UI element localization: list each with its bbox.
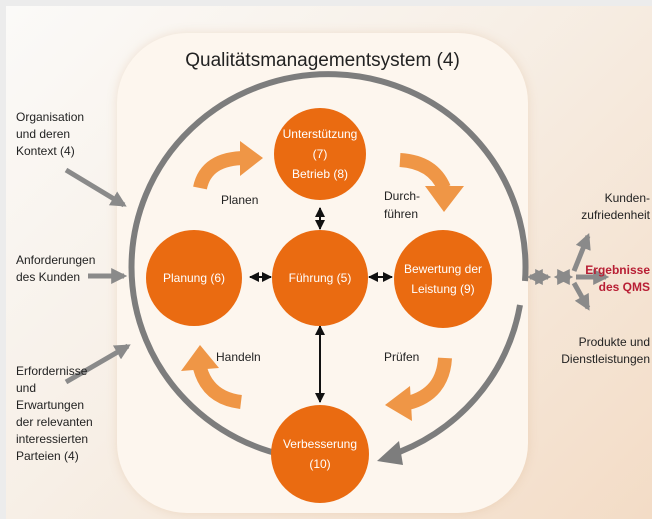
input-parties-line1: Erfordernisse [16, 364, 88, 378]
planning-node[interactable]: Planung (6) [146, 230, 242, 326]
output-products-line2: Dienstleistungen [561, 352, 650, 366]
input-parties-line6: Parteien (4) [16, 449, 79, 463]
output-qms-results: Ergebnisse des QMS [585, 262, 650, 296]
do-label-line1: Durch- [384, 189, 421, 203]
input-customer-line2: des Kunden [16, 270, 81, 284]
input-context: Organisation und deren Kontext (4) [16, 109, 84, 160]
plan-label: Planen [221, 193, 259, 207]
output-results-line1: Ergebnisse [585, 263, 650, 277]
support-label: Unterstützung (7) [282, 127, 358, 161]
input-parties-line3: Erwartungen [16, 398, 85, 412]
do-label-line2: führen [384, 207, 419, 221]
cycle-ring [128, 71, 529, 465]
leadership-node[interactable]: Führung (5) [272, 230, 368, 326]
do-label: Durch- führen [384, 188, 420, 223]
check-label: Prüfen [384, 350, 420, 364]
support-operation-node[interactable]: Unterstützung (7) Betrieb (8) [274, 108, 366, 200]
planning-label: Planung (6) [162, 271, 226, 285]
improvement-label: Verbesserung (10) [282, 437, 358, 471]
input-context-line2: und deren [16, 127, 71, 141]
evaluation-node[interactable]: Bewertung der Leistung (9) [394, 230, 492, 328]
input-parties-line5: interessierten [16, 432, 89, 446]
improvement-node[interactable]: Verbesserung (10) [271, 405, 369, 503]
input-context-line3: Kontext (4) [16, 144, 75, 158]
operation-label: Betrieb (8) [291, 167, 349, 181]
do-cycle-arrow [399, 153, 464, 212]
act-cycle-arrow [181, 345, 243, 409]
plan-cycle-arrow [193, 141, 263, 190]
input-context-line1: Organisation [16, 110, 85, 124]
input-arrows [64, 167, 131, 385]
input-parties-line4: der relevanten [16, 415, 93, 429]
output-products-services: Produkte und Dienstleistungen [561, 334, 650, 368]
output-products-line1: Produkte und [578, 335, 650, 349]
output-customer-satisfaction: Kunden- zufriedenheit [581, 190, 650, 224]
output-satisfaction-line2: zufriedenheit [581, 208, 650, 222]
diagram-title: Qualitätsmanagementsystem (4) [185, 50, 460, 71]
output-arrows [526, 233, 610, 311]
input-parties-line2: und [16, 381, 37, 395]
output-results-line2: des QMS [598, 280, 650, 294]
evaluation-label-line2: Leistung (9) [411, 282, 475, 296]
input-customer-requirements: Anforderungen des Kunden [16, 252, 95, 286]
output-satisfaction-line1: Kunden- [604, 191, 650, 205]
check-cycle-arrow [385, 357, 452, 421]
leadership-label: Führung (5) [288, 271, 352, 285]
input-interested-parties: Erfordernisse und Erwartungen der releva… [16, 363, 93, 465]
node-connectors [249, 207, 393, 403]
evaluation-label-line1: Bewertung der [403, 262, 483, 276]
input-customer-line1: Anforderungen [16, 253, 96, 267]
act-label: Handeln [216, 350, 261, 364]
